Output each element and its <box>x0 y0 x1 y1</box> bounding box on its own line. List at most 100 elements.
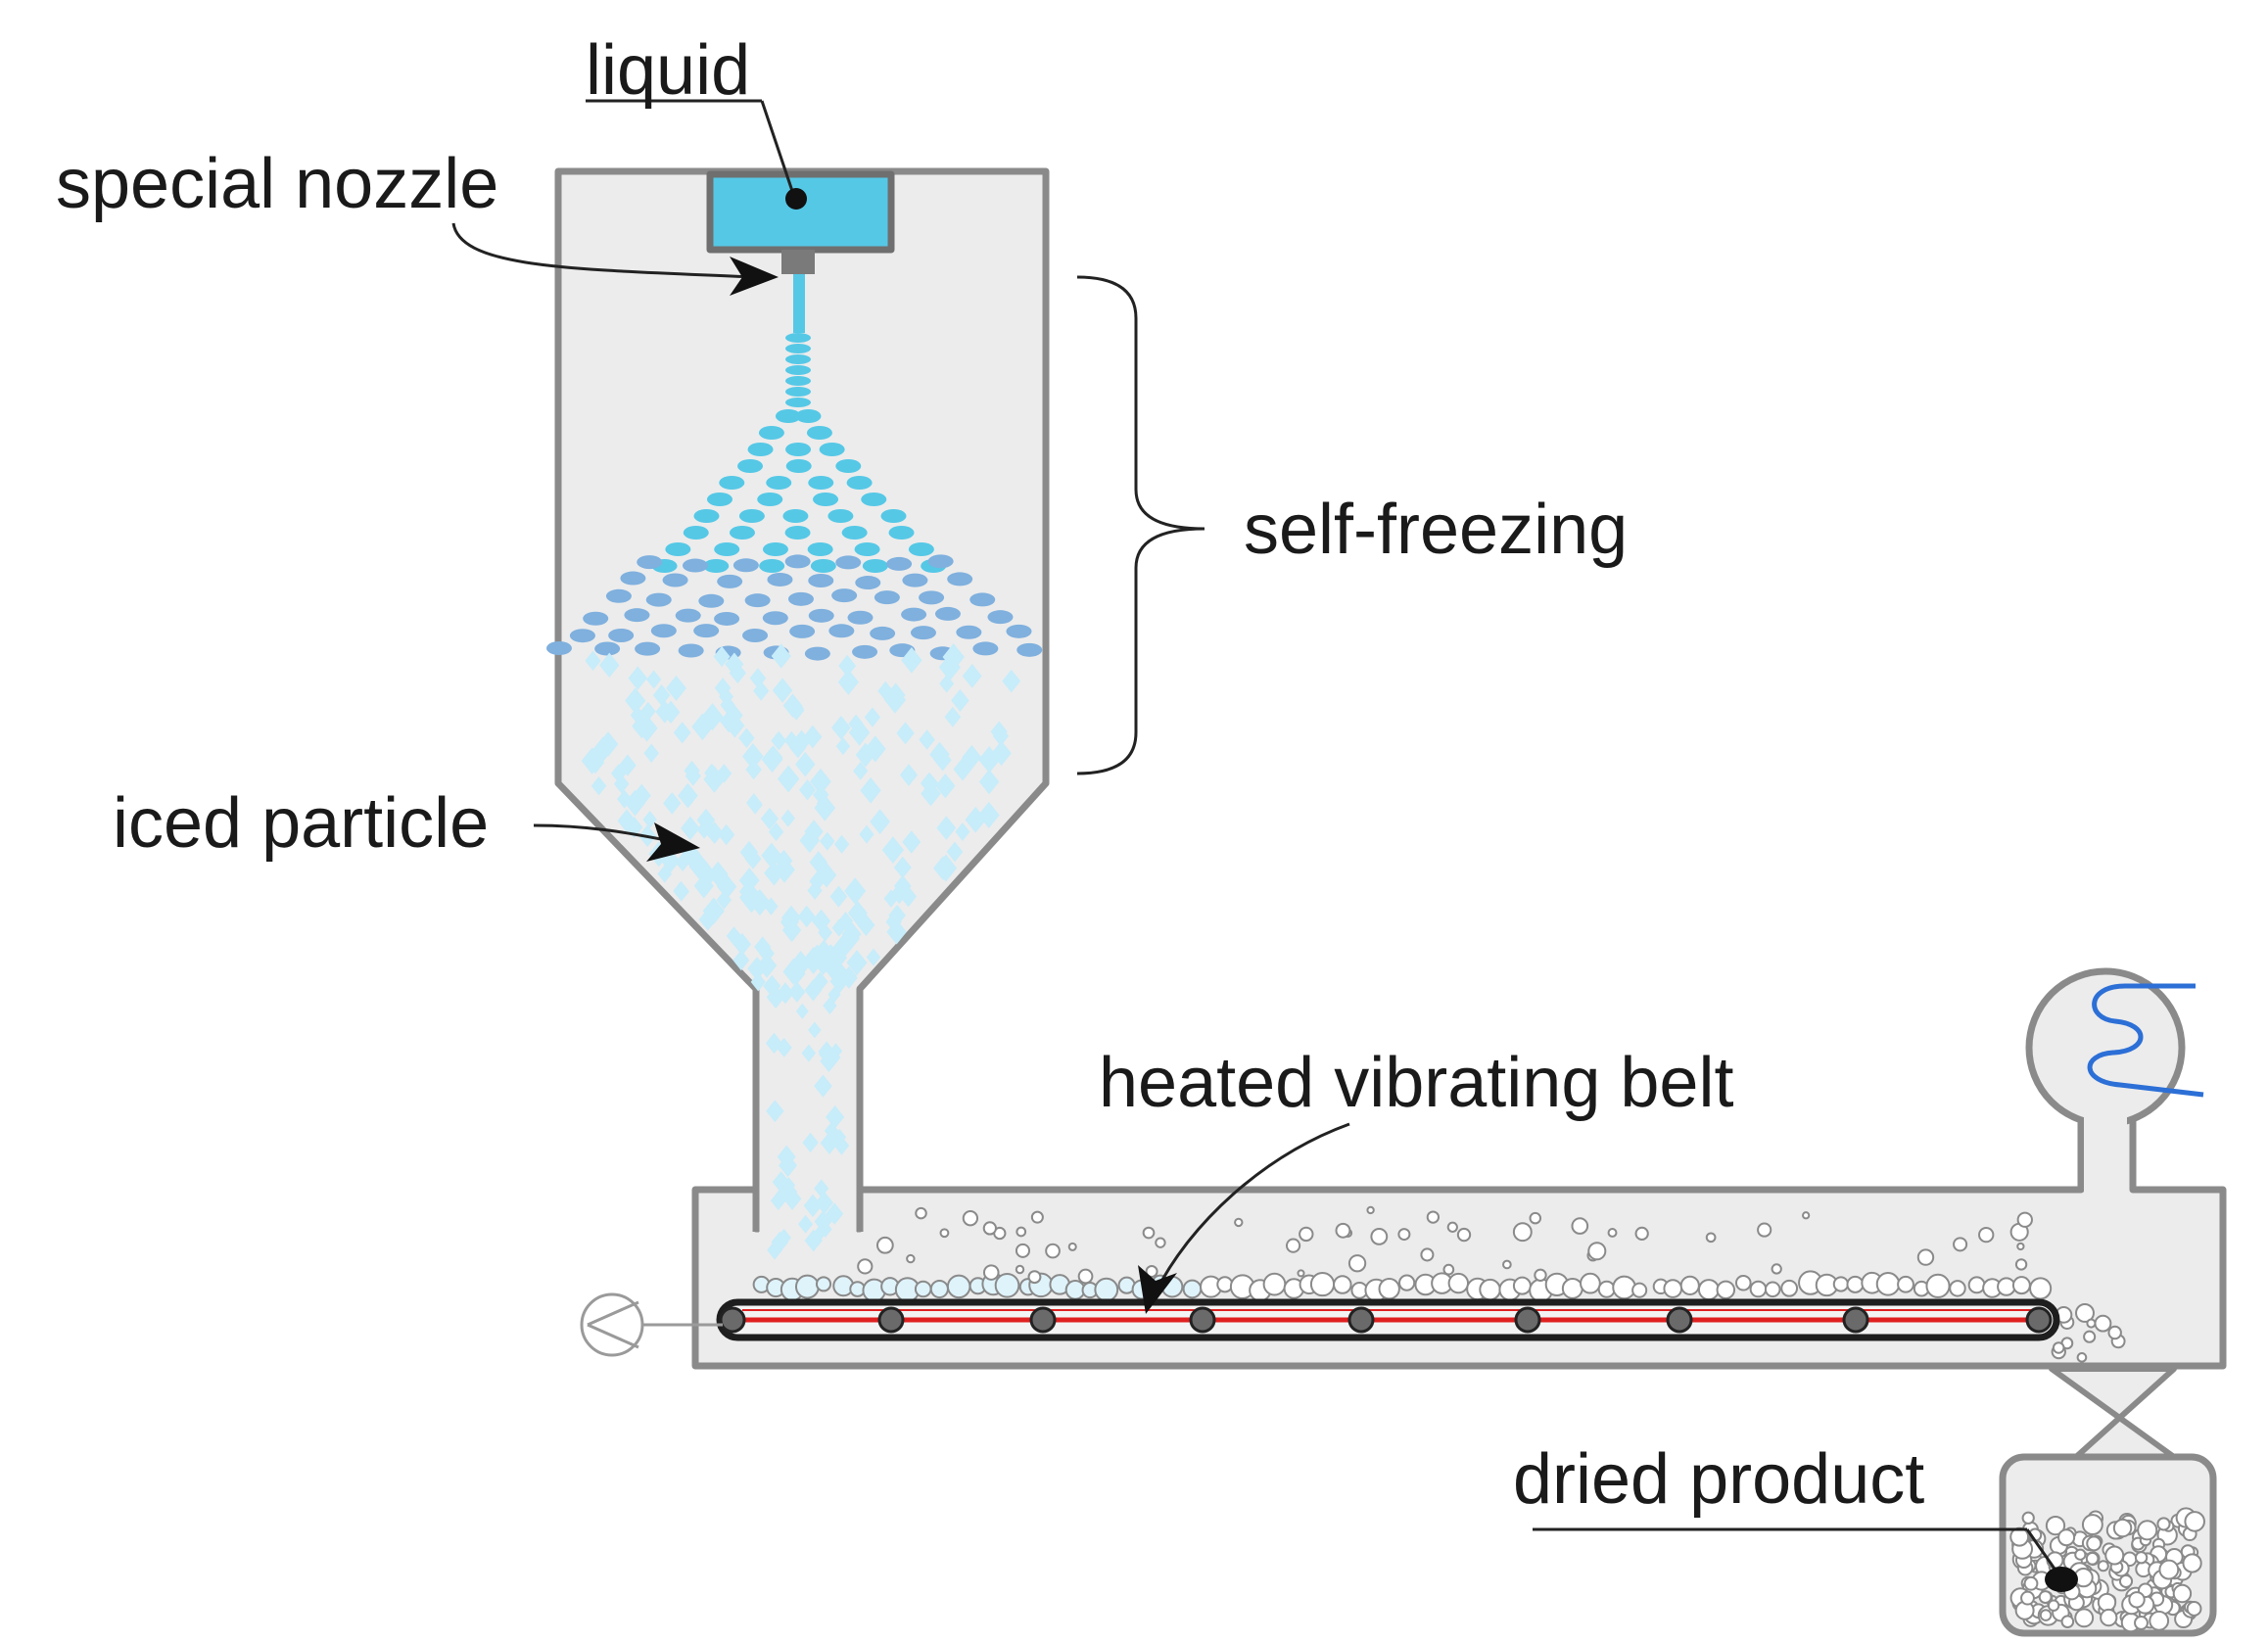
iced-particle <box>630 706 645 725</box>
droplet <box>919 590 945 605</box>
droplet <box>675 608 701 623</box>
iced-particle <box>814 1211 831 1233</box>
droplet <box>758 426 784 440</box>
droplet <box>608 628 635 642</box>
droplet <box>785 398 811 407</box>
droplet <box>719 476 745 490</box>
iced-particle <box>809 870 826 892</box>
label-self-freezing: self-freezing <box>1244 491 1628 569</box>
dried-particle <box>2184 1511 2205 1532</box>
belt-particle <box>1679 1275 1700 1295</box>
droplet <box>901 607 927 622</box>
iced-particle <box>782 693 803 718</box>
belt-particle <box>1925 1273 1951 1298</box>
iced-particle <box>935 773 956 799</box>
iced-particle <box>827 986 841 1003</box>
belt-particle <box>1309 1271 1336 1297</box>
iced-particle <box>726 926 742 946</box>
belt-particle <box>1764 1281 1781 1298</box>
droplet <box>1006 624 1032 638</box>
iced-particle <box>643 743 659 763</box>
dried-particle <box>2137 1520 2158 1541</box>
belt-particle <box>815 1276 832 1292</box>
iced-particle <box>739 840 759 864</box>
belt-particle <box>1529 1211 1542 1225</box>
droplet <box>862 559 888 573</box>
droplet <box>841 526 868 540</box>
belt-particle <box>1398 1274 1416 1291</box>
belt-particle <box>1347 1254 1367 1273</box>
iced-particle <box>820 1131 839 1154</box>
belt-particle <box>1631 1282 1648 1298</box>
droplet <box>594 641 621 656</box>
label-iced-particle: iced particle <box>113 784 489 863</box>
iced-particle <box>613 774 630 794</box>
belt-particle <box>1479 1278 1501 1301</box>
droplet <box>569 629 595 643</box>
iced-particle <box>826 1104 845 1129</box>
droplet <box>662 573 688 587</box>
iced-particle <box>990 721 1008 743</box>
iced-particle <box>823 997 837 1015</box>
iced-particle <box>962 744 982 770</box>
dried-particle <box>2134 1616 2149 1630</box>
belt-particle <box>1370 1227 1389 1245</box>
belt-particle <box>2086 1318 2097 1329</box>
droplet <box>804 646 830 661</box>
iced-particle <box>789 737 807 759</box>
dried-particle <box>2060 1615 2075 1628</box>
belt-particle <box>1077 1268 1094 1285</box>
belt-particle <box>1397 1228 1411 1242</box>
droplet <box>835 555 862 570</box>
droplet <box>785 333 811 343</box>
belt-particle <box>794 1274 820 1299</box>
belt-particle <box>1734 1274 1752 1291</box>
droplet <box>934 606 961 621</box>
iced-particle <box>777 982 794 1005</box>
iced-particle <box>825 956 847 984</box>
droplet <box>810 559 836 573</box>
heated-vibrating-belt <box>716 1298 2060 1341</box>
droplet <box>742 628 769 642</box>
iced-particle <box>657 865 673 883</box>
belt-particle <box>1015 1264 1025 1275</box>
belt-particle <box>2029 1277 2053 1300</box>
iced-particle <box>902 830 921 854</box>
iced-particle <box>807 881 823 901</box>
belt-particles <box>752 1205 2126 1363</box>
droplet <box>757 493 783 506</box>
iced-particle <box>837 912 854 931</box>
belt-roller <box>1347 1306 1375 1334</box>
droplet <box>762 611 788 626</box>
iced-particle <box>835 737 851 756</box>
iced-particle <box>747 957 767 981</box>
iced-particle-arrow <box>533 822 700 862</box>
dried-particle <box>2172 1583 2193 1604</box>
belt-particle <box>875 1236 894 1254</box>
iced-particle <box>883 889 899 908</box>
iced-particle <box>797 1214 814 1234</box>
dried-particle <box>2156 1517 2171 1531</box>
iced-particle <box>720 710 738 733</box>
belt-particle <box>1587 1242 1607 1261</box>
iced-particle <box>646 670 662 689</box>
belt-particle <box>914 1280 932 1298</box>
belt-roller <box>1842 1306 1869 1334</box>
iced-particle <box>774 856 795 883</box>
dried-particle <box>2182 1553 2202 1573</box>
droplet <box>737 459 764 473</box>
iced-particle <box>832 1128 847 1146</box>
belt-particle <box>1426 1210 1441 1224</box>
iced-particle <box>860 776 881 804</box>
droplet <box>784 526 811 540</box>
iced-particle <box>619 754 637 776</box>
iced-particle <box>919 729 935 750</box>
droplet <box>785 387 811 397</box>
iced-particle <box>946 841 964 863</box>
iced-particle <box>955 822 970 841</box>
iced-particle <box>833 834 850 854</box>
belt-particle <box>1597 1280 1616 1298</box>
special-nozzle <box>781 250 815 274</box>
droplet <box>852 644 878 659</box>
